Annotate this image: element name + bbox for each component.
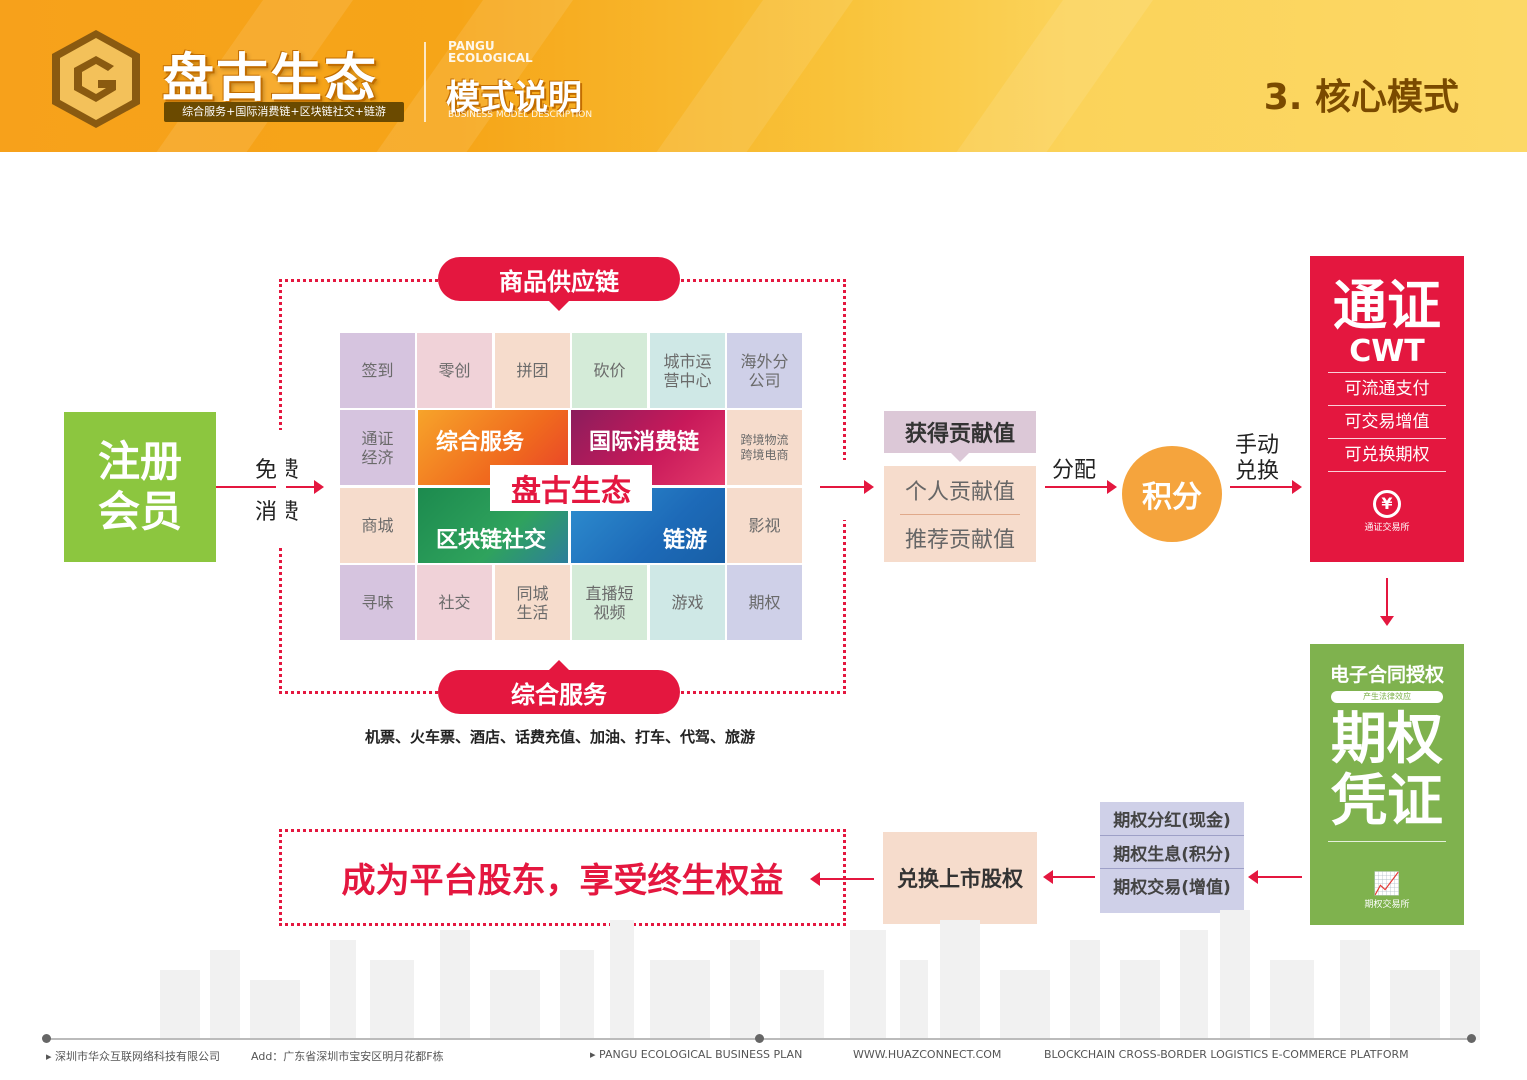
cwt-feature: 可兑换期权 xyxy=(1344,445,1430,465)
grid-cell-groupbuy: 拼团 xyxy=(495,333,570,408)
shareholder-box: 成为平台股东，享受终生权益 xyxy=(279,829,846,926)
brand-subtitle: 综合服务+国际消费链+区块链社交+链游 xyxy=(164,102,404,122)
option-feature: 期权生息(积分) xyxy=(1100,835,1244,868)
section-title: 模式说明 xyxy=(446,78,582,118)
cwt-divider xyxy=(1328,471,1446,472)
distribute-label: 分配 xyxy=(1052,458,1097,483)
contribution-box: 个人贡献值 推荐贡献值 xyxy=(884,466,1036,562)
grid-cell-film: 影视 xyxy=(727,488,802,563)
arrow-to-cwt xyxy=(1230,480,1302,494)
contribution-heading: 获得贡献值 xyxy=(884,411,1036,462)
arrow-register-to-grid xyxy=(216,480,324,494)
arrow-option-to-features xyxy=(1248,870,1302,884)
cwt-icon-label: 通证交易所 xyxy=(1364,523,1410,533)
grid-cell-startup: 零创 xyxy=(417,333,492,408)
footer-plan: ▸ PANGU ECOLOGICAL BUSINESS PLAN xyxy=(590,1048,803,1061)
option-title-line-2: 凭证 xyxy=(1331,769,1443,834)
grid-cell-social: 社交 xyxy=(417,565,492,640)
cwt-feature: 可流通支付 xyxy=(1344,379,1430,399)
service-pill: 综合服务 xyxy=(438,660,680,714)
option-feature: 期权交易(增值) xyxy=(1100,868,1244,901)
cwt-title: 通证 xyxy=(1333,274,1441,337)
grid-cell-city-ops: 城市运营中心 xyxy=(650,333,725,408)
growth-chart-icon: 📈 xyxy=(1373,872,1401,897)
register-member-box: 注册 会员 xyxy=(64,412,216,562)
option-tag: 产生法律效应 xyxy=(1331,691,1443,703)
contribution-divider xyxy=(900,514,1020,515)
footer-dot xyxy=(42,1034,51,1043)
frame-gap-left xyxy=(276,430,286,545)
ecosystem-grid: 签到 零创 拼团 砍价 城市运营中心 海外分公司 通证经济 跨境物流跨境电商 商… xyxy=(340,333,802,640)
option-features-box: 期权分红(现金) 期权生息(积分) 期权交易(增值) xyxy=(1100,802,1244,913)
cwt-divider xyxy=(1328,438,1446,439)
supply-chain-pill: 商品供应链 xyxy=(438,257,680,311)
logo-icon xyxy=(52,30,140,128)
option-feature: 期权分红(现金) xyxy=(1113,811,1231,831)
page-heading: 3. 核心模式 xyxy=(1263,77,1459,118)
yen-exchange-icon: ¥ xyxy=(1373,490,1401,518)
grid-cell-mall: 商城 xyxy=(340,488,415,563)
register-line-1: 注册 xyxy=(97,437,182,486)
arrow-grid-to-contribution xyxy=(820,480,874,494)
grid-cell-live-video: 直播短视频 xyxy=(572,565,647,640)
en-line-1: PANGU xyxy=(448,39,495,53)
grid-cell-token-economy: 通证经济 xyxy=(340,410,415,485)
arrow-to-points xyxy=(1045,480,1117,494)
grid-cell-food: 寻味 xyxy=(340,565,415,640)
cwt-code: CWT xyxy=(1349,334,1425,369)
grid-cell-checkin: 签到 xyxy=(340,333,415,408)
points-circle: 积分 xyxy=(1122,446,1222,542)
section-subtitle: BUSINESS MODEL DESCRIPTION xyxy=(448,110,593,120)
header-divider xyxy=(424,42,426,122)
header-banner: 盘古生态 综合服务+国际消费链+区块链社交+链游 PANGU ECOLOGICA… xyxy=(0,0,1527,152)
en-line-2: ECOLOGICAL xyxy=(448,51,533,65)
arrow-cwt-to-option xyxy=(1380,578,1394,626)
grid-cell-bargain: 砍价 xyxy=(572,333,647,408)
footer-dot xyxy=(1467,1034,1476,1043)
grid-cell-crossborder: 跨境物流跨境电商 xyxy=(727,410,802,485)
footer-company: ▸ 深圳市华众互联网络科技有限公司 xyxy=(46,1050,221,1063)
grid-cell-overseas: 海外分公司 xyxy=(727,333,802,408)
footer-platform: BLOCKCHAIN CROSS-BORDER LOGISTICS E-COMM… xyxy=(1044,1048,1409,1061)
option-title: 期权 凭证 xyxy=(1310,709,1464,833)
option-title-line-1: 期权 xyxy=(1331,707,1443,772)
footer-address: Add：广东省深圳市宝安区明月花都F栋 xyxy=(251,1050,444,1063)
arrow-features-to-exchange xyxy=(1043,870,1095,884)
cwt-divider xyxy=(1328,405,1446,406)
exchange-label: 兑换 xyxy=(1235,459,1280,484)
grid-cell-games: 游戏 xyxy=(650,565,725,640)
city-skyline-decoration xyxy=(160,910,1480,1040)
register-line-2: 会员 xyxy=(97,487,182,536)
footer-company-text: 深圳市华众互联网络科技有限公司 xyxy=(55,1050,221,1063)
option-heading: 电子合同授权 xyxy=(1329,664,1444,686)
cwt-divider xyxy=(1328,372,1446,373)
quadrant-chain-game: 链游 xyxy=(571,488,725,563)
pangu-en-label: PANGU ECOLOGICAL xyxy=(448,40,533,64)
exchange-equity-box: 兑换上市股权 xyxy=(883,832,1037,924)
cwt-feature: 可交易增值 xyxy=(1344,412,1430,432)
option-certificate-box: 电子合同授权 产生法律效应 期权 凭证 📈 期权交易所 xyxy=(1310,644,1464,925)
center-badge: 盘古生态 xyxy=(490,465,652,511)
footer-dot xyxy=(755,1034,764,1043)
footer-plan-text: PANGU ECOLOGICAL BUSINESS PLAN xyxy=(599,1048,803,1061)
grid-cell-local-life: 同城生活 xyxy=(495,565,570,640)
cwt-token-box: 通证 CWT 可流通支付 可交易增值 可兑换期权 ¥ 通证交易所 xyxy=(1310,256,1464,562)
header-ray xyxy=(908,0,1182,152)
manual-label: 手动 xyxy=(1235,433,1280,458)
header-ray xyxy=(608,0,882,152)
grid-cell-options: 期权 xyxy=(727,565,802,640)
option-icon-label: 期权交易所 xyxy=(1364,900,1410,910)
option-divider xyxy=(1328,841,1446,842)
personal-contribution: 个人贡献值 xyxy=(904,480,1015,505)
referral-contribution: 推荐贡献值 xyxy=(904,528,1015,553)
footer-site[interactable]: WWW.HUAZCONNECT.COM xyxy=(853,1048,1002,1061)
service-items-text: 机票、火车票、酒店、话费充值、加油、打车、代驾、旅游 xyxy=(364,728,755,746)
frame-gap-right xyxy=(840,460,850,520)
brand-title: 盘古生态 xyxy=(162,49,379,109)
